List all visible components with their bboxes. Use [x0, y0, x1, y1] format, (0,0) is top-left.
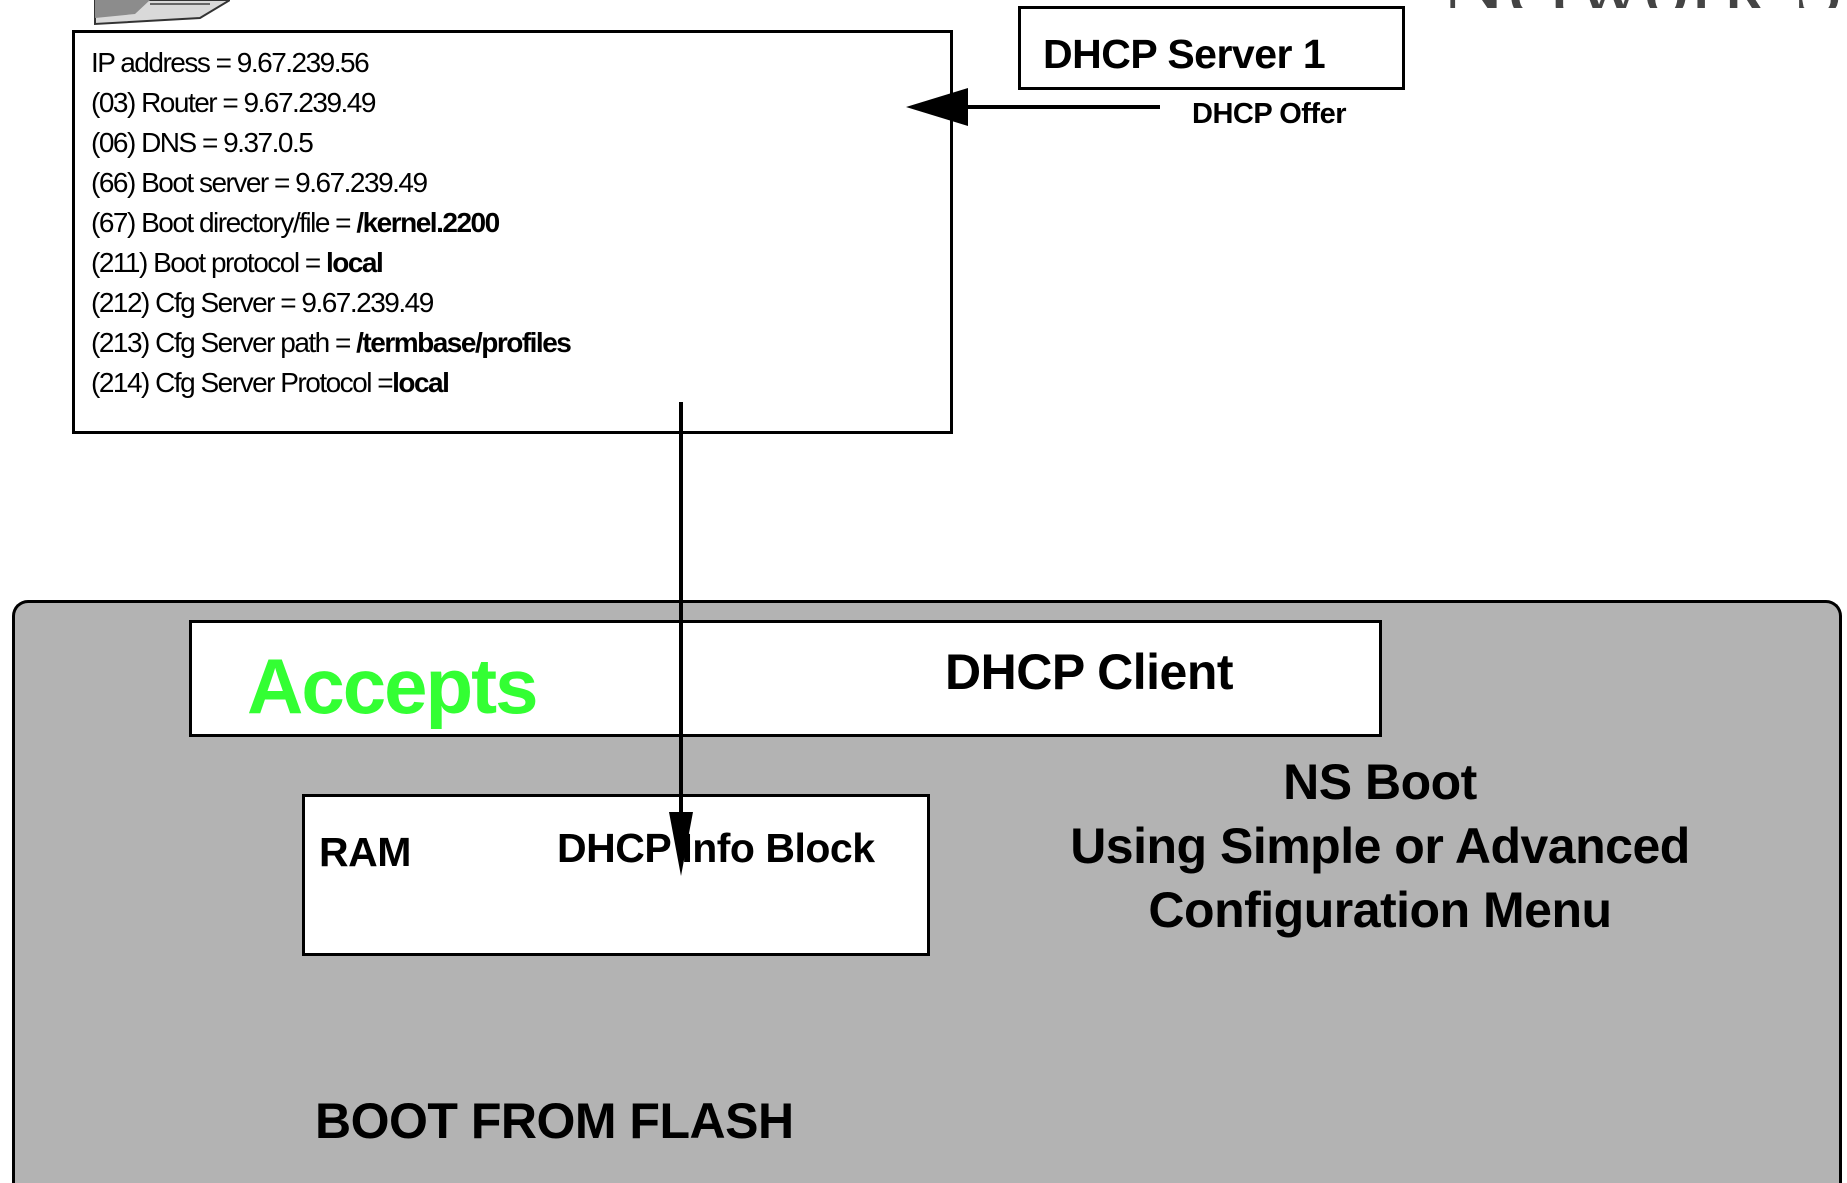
boot-from-flash-label: BOOT FROM FLASH [315, 1093, 794, 1149]
network-station-image [94, 0, 230, 26]
option-value: 9.67.239.56 [236, 47, 370, 78]
dhcp-option-line: (211) Boot protocol = local [91, 247, 384, 278]
dhcp-option-line: (214) Cfg Server Protocol =local [91, 367, 450, 398]
dhcp-option-line: (67) Boot directory/file = /kernel.2200 [91, 207, 500, 238]
dhcp-option-line: (66) Boot server = 9.67.239.49 [91, 167, 428, 198]
option-value: /termbase/profiles [356, 327, 572, 358]
ns-boot-description: NS Boot Using Simple or Advanced Configu… [1040, 750, 1720, 942]
option-value: 9.67.239.49 [301, 287, 434, 318]
option-label: (213) Cfg Server path = [91, 327, 357, 358]
dhcp-client-box: Accepts DHCP Client [189, 620, 1382, 737]
option-value: 9.37.0.5 [223, 127, 314, 158]
dhcp-info-block-label: DHCP Info Block [557, 825, 875, 871]
dhcp-client-label: DHCP Client [945, 644, 1234, 700]
option-value: 9.67.239.49 [243, 87, 377, 118]
dhcp-options-box: IP address = 9.67.239.56 (03) Router = 9.… [72, 30, 953, 434]
option-value: local [325, 247, 384, 278]
dhcp-option-line: (213) Cfg Server path = /termbase/profil… [91, 327, 572, 358]
dhcp-offer-label: DHCP Offer [1192, 98, 1347, 130]
option-label: (212) Cfg Server = [91, 287, 302, 318]
dhcp-server-label: DHCP Server 1 [1043, 31, 1326, 77]
option-label: (03) Router = [91, 87, 244, 118]
option-label: (67) Boot directory/file = [91, 207, 357, 238]
option-value: local [392, 367, 450, 398]
ns-boot-line: NS Boot [1283, 754, 1477, 810]
option-label: IP address = [91, 47, 237, 78]
accepts-status: Accepts [247, 642, 538, 730]
option-label: (66) Boot server = [91, 167, 296, 198]
option-label: (211) Boot protocol = [91, 247, 326, 278]
dhcp-option-line: IP address = 9.67.239.56 [91, 47, 370, 78]
dhcp-option-line: (06) DNS = 9.37.0.5 [91, 127, 314, 158]
dhcp-server-box: DHCP Server 1 [1018, 6, 1405, 90]
ram-label: RAM [319, 829, 411, 875]
option-label: (214) Cfg Server Protocol = [91, 367, 394, 398]
ns-boot-line: Configuration Menu [1148, 882, 1612, 938]
dhcp-option-line: (212) Cfg Server = 9.67.239.49 [91, 287, 434, 318]
brand-logo: Network Station [1440, 0, 1847, 8]
ram-box: RAM DHCP Info Block [302, 794, 930, 956]
option-value: /kernel.2200 [356, 207, 500, 238]
ns-boot-line: Using Simple or Advanced [1070, 818, 1690, 874]
option-value: 9.67.239.49 [295, 167, 428, 198]
option-label: (06) DNS = [91, 127, 224, 158]
dhcp-option-line: (03) Router = 9.67.239.49 [91, 87, 377, 118]
